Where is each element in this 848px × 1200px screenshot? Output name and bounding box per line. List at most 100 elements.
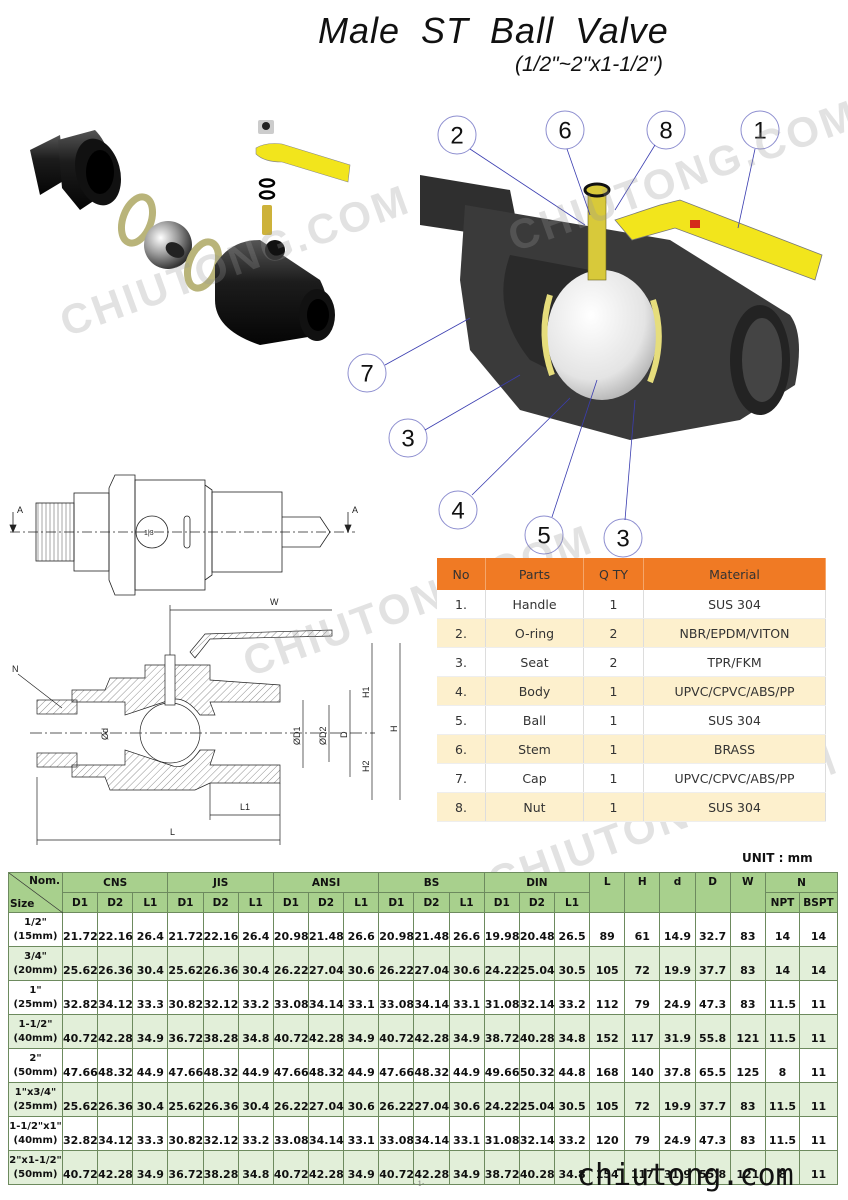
value-cell: 14 (764, 912, 800, 947)
dim-label-phi-d2: ØD2 (318, 726, 328, 745)
value-cell: 37.8 (659, 1048, 696, 1083)
value-cell: 32.14 (518, 980, 555, 1015)
callout-6: 6 (545, 110, 585, 150)
value-cell: 19.9 (659, 1082, 696, 1117)
value-cell: 34.14 (307, 1116, 345, 1151)
part-qty: 1 (583, 763, 644, 793)
seat-ring-1 (117, 193, 157, 247)
handle-part (255, 143, 351, 183)
sub-header-l1: L1 (448, 892, 485, 913)
value-cell: 47.66 (272, 1048, 309, 1083)
parts-table-header: No Parts Q TY Material (437, 558, 826, 590)
value-cell: 14 (798, 912, 839, 947)
page-number: - 1- (413, 1180, 425, 1188)
size-mm: (25mm) (13, 1100, 58, 1112)
dim-label-w: W (270, 597, 279, 607)
value-cell: 24.22 (483, 1082, 520, 1117)
value-cell: 42.28 (307, 1150, 345, 1185)
size-inch: 1"x3/4" (14, 1086, 57, 1098)
size-mm: (25mm) (13, 998, 58, 1010)
part-qty: 2 (583, 618, 644, 648)
part-material: UPVC/CPVC/ABS/PP (643, 676, 826, 706)
callout-3-right: 3 (603, 518, 643, 558)
value-cell: 42.28 (413, 1150, 450, 1185)
value-cell: 32.12 (202, 1116, 239, 1151)
callout-2: 2 (437, 115, 477, 155)
value-cell: 48.32 (97, 1048, 134, 1083)
part-qty: 1 (583, 590, 644, 619)
section-a-label: A (352, 505, 358, 515)
svg-text:5: 5 (537, 523, 550, 550)
col-header-h: H (624, 872, 661, 913)
dim-label-h2: H2 (361, 760, 371, 772)
value-cell: 34.9 (132, 1150, 169, 1185)
value-cell: 38.28 (202, 1150, 239, 1185)
part-material: BRASS (643, 734, 826, 764)
section-a-label: A (17, 505, 23, 515)
value-cell: 48.32 (413, 1048, 450, 1083)
svg-text:3: 3 (616, 526, 629, 553)
value-cell: 11 (798, 1014, 839, 1049)
size-inch: 1-1/2"x1" (9, 1120, 62, 1132)
part-name: Stem (485, 734, 584, 764)
stem-part (262, 205, 272, 235)
sub-header-d1: D1 (167, 892, 204, 913)
value-cell: 83 (729, 912, 766, 947)
value-cell: 34.9 (448, 1150, 485, 1185)
corner-cell: Nom. Size (8, 872, 63, 913)
value-cell: 83 (729, 946, 766, 981)
value-cell: 11.5 (764, 1014, 800, 1049)
part-name: Cap (485, 763, 584, 793)
value-cell: 20.98 (378, 912, 415, 947)
svg-text:3: 3 (401, 426, 414, 453)
value-cell: 44.9 (448, 1048, 485, 1083)
part-name: O-ring (485, 618, 584, 648)
value-cell: 30.82 (167, 1116, 204, 1151)
value-cell: 121 (729, 1014, 766, 1049)
value-cell: 26.22 (378, 1082, 415, 1117)
value-cell: 42.28 (97, 1014, 134, 1049)
value-cell: 44.9 (237, 1048, 274, 1083)
value-cell: 48.32 (202, 1048, 239, 1083)
value-cell: 34.14 (307, 980, 345, 1015)
sub-header-npt: NPT (764, 892, 800, 913)
dimension-spec-table: Nom. Size CNS JIS ANSI BS DIN L H d D W … (8, 872, 839, 1185)
value-cell: 83 (729, 1082, 766, 1117)
value-cell: 25.62 (61, 946, 99, 981)
dim-label-h1: H1 (361, 686, 371, 698)
part-no: 2. (437, 618, 486, 648)
value-cell: 33.3 (132, 980, 169, 1015)
part-qty: 1 (583, 792, 644, 822)
value-cell: 31.9 (659, 1014, 696, 1049)
value-cell: 11.5 (764, 1082, 800, 1117)
value-cell: 49.66 (483, 1048, 520, 1083)
value-cell: 47.66 (378, 1048, 415, 1083)
value-cell: 65.5 (694, 1048, 731, 1083)
col-header-material: Material (643, 558, 826, 590)
sub-header-d1: D1 (378, 892, 415, 913)
value-cell: 21.48 (413, 912, 450, 947)
value-cell: 44.9 (132, 1048, 169, 1083)
size-mm: (40mm) (13, 1134, 58, 1146)
size-inch: 1-1/2" (18, 1018, 53, 1030)
value-cell: 11.5 (764, 980, 800, 1015)
value-cell: 30.82 (167, 980, 204, 1015)
value-cell: 33.08 (378, 980, 415, 1015)
value-cell: 11.5 (764, 1116, 800, 1151)
col-header-no: No (437, 558, 486, 590)
sub-header-l1: L1 (553, 892, 591, 913)
value-cell: 21.48 (307, 912, 345, 947)
part-no: 8. (437, 792, 486, 822)
value-cell: 33.2 (237, 1116, 274, 1151)
value-cell: 47.3 (694, 1116, 731, 1151)
part-no: 5. (437, 705, 486, 735)
value-cell: 19.98 (483, 912, 520, 947)
dim-label-n: N (12, 664, 19, 674)
sub-header-l1: L1 (343, 892, 380, 913)
value-cell: 11 (798, 1048, 839, 1083)
value-cell: 20.98 (272, 912, 309, 947)
